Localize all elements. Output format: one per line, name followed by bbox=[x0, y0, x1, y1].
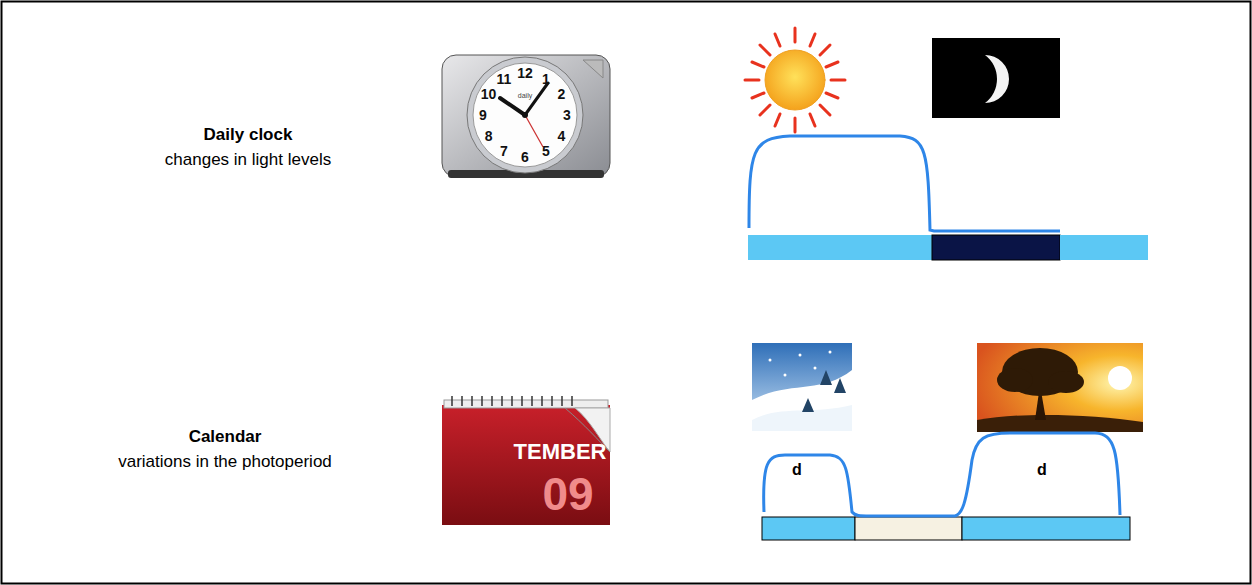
clock-numeral: 12 bbox=[517, 65, 533, 81]
subheading: variations in the photoperiod bbox=[118, 452, 332, 472]
clock-numeral: 9 bbox=[479, 107, 487, 123]
moon-icon bbox=[932, 38, 1060, 118]
calendar-day: 09 bbox=[542, 467, 593, 521]
calendar-month: TEMBER bbox=[514, 439, 607, 465]
day-marker: d bbox=[1037, 461, 1047, 479]
clock-numeral: 3 bbox=[563, 107, 571, 123]
clock-numeral: 2 bbox=[557, 86, 565, 102]
clock-numeral: 5 bbox=[542, 143, 550, 159]
clock-brand: daily bbox=[518, 92, 532, 99]
heading: Daily clock bbox=[204, 125, 293, 145]
clock-numeral: 7 bbox=[500, 143, 508, 159]
summer-image bbox=[977, 343, 1143, 432]
heading: Calendar bbox=[189, 427, 262, 447]
clock-numeral: 11 bbox=[497, 71, 512, 87]
calendar-icon bbox=[442, 396, 610, 525]
winter-image bbox=[752, 343, 852, 431]
clock-numeral: 6 bbox=[521, 149, 529, 165]
day-marker: d bbox=[792, 461, 802, 479]
clock-icon bbox=[442, 55, 610, 178]
clock-numeral: 1 bbox=[542, 71, 550, 87]
clock-numeral: 4 bbox=[557, 128, 565, 144]
sun-icon bbox=[745, 28, 845, 132]
clock-numeral: 10 bbox=[481, 86, 497, 102]
daily-light-chart bbox=[748, 136, 1148, 260]
clock-numeral: 8 bbox=[485, 128, 493, 144]
subheading: changes in light levels bbox=[165, 150, 331, 170]
photoperiod-chart bbox=[762, 433, 1130, 540]
